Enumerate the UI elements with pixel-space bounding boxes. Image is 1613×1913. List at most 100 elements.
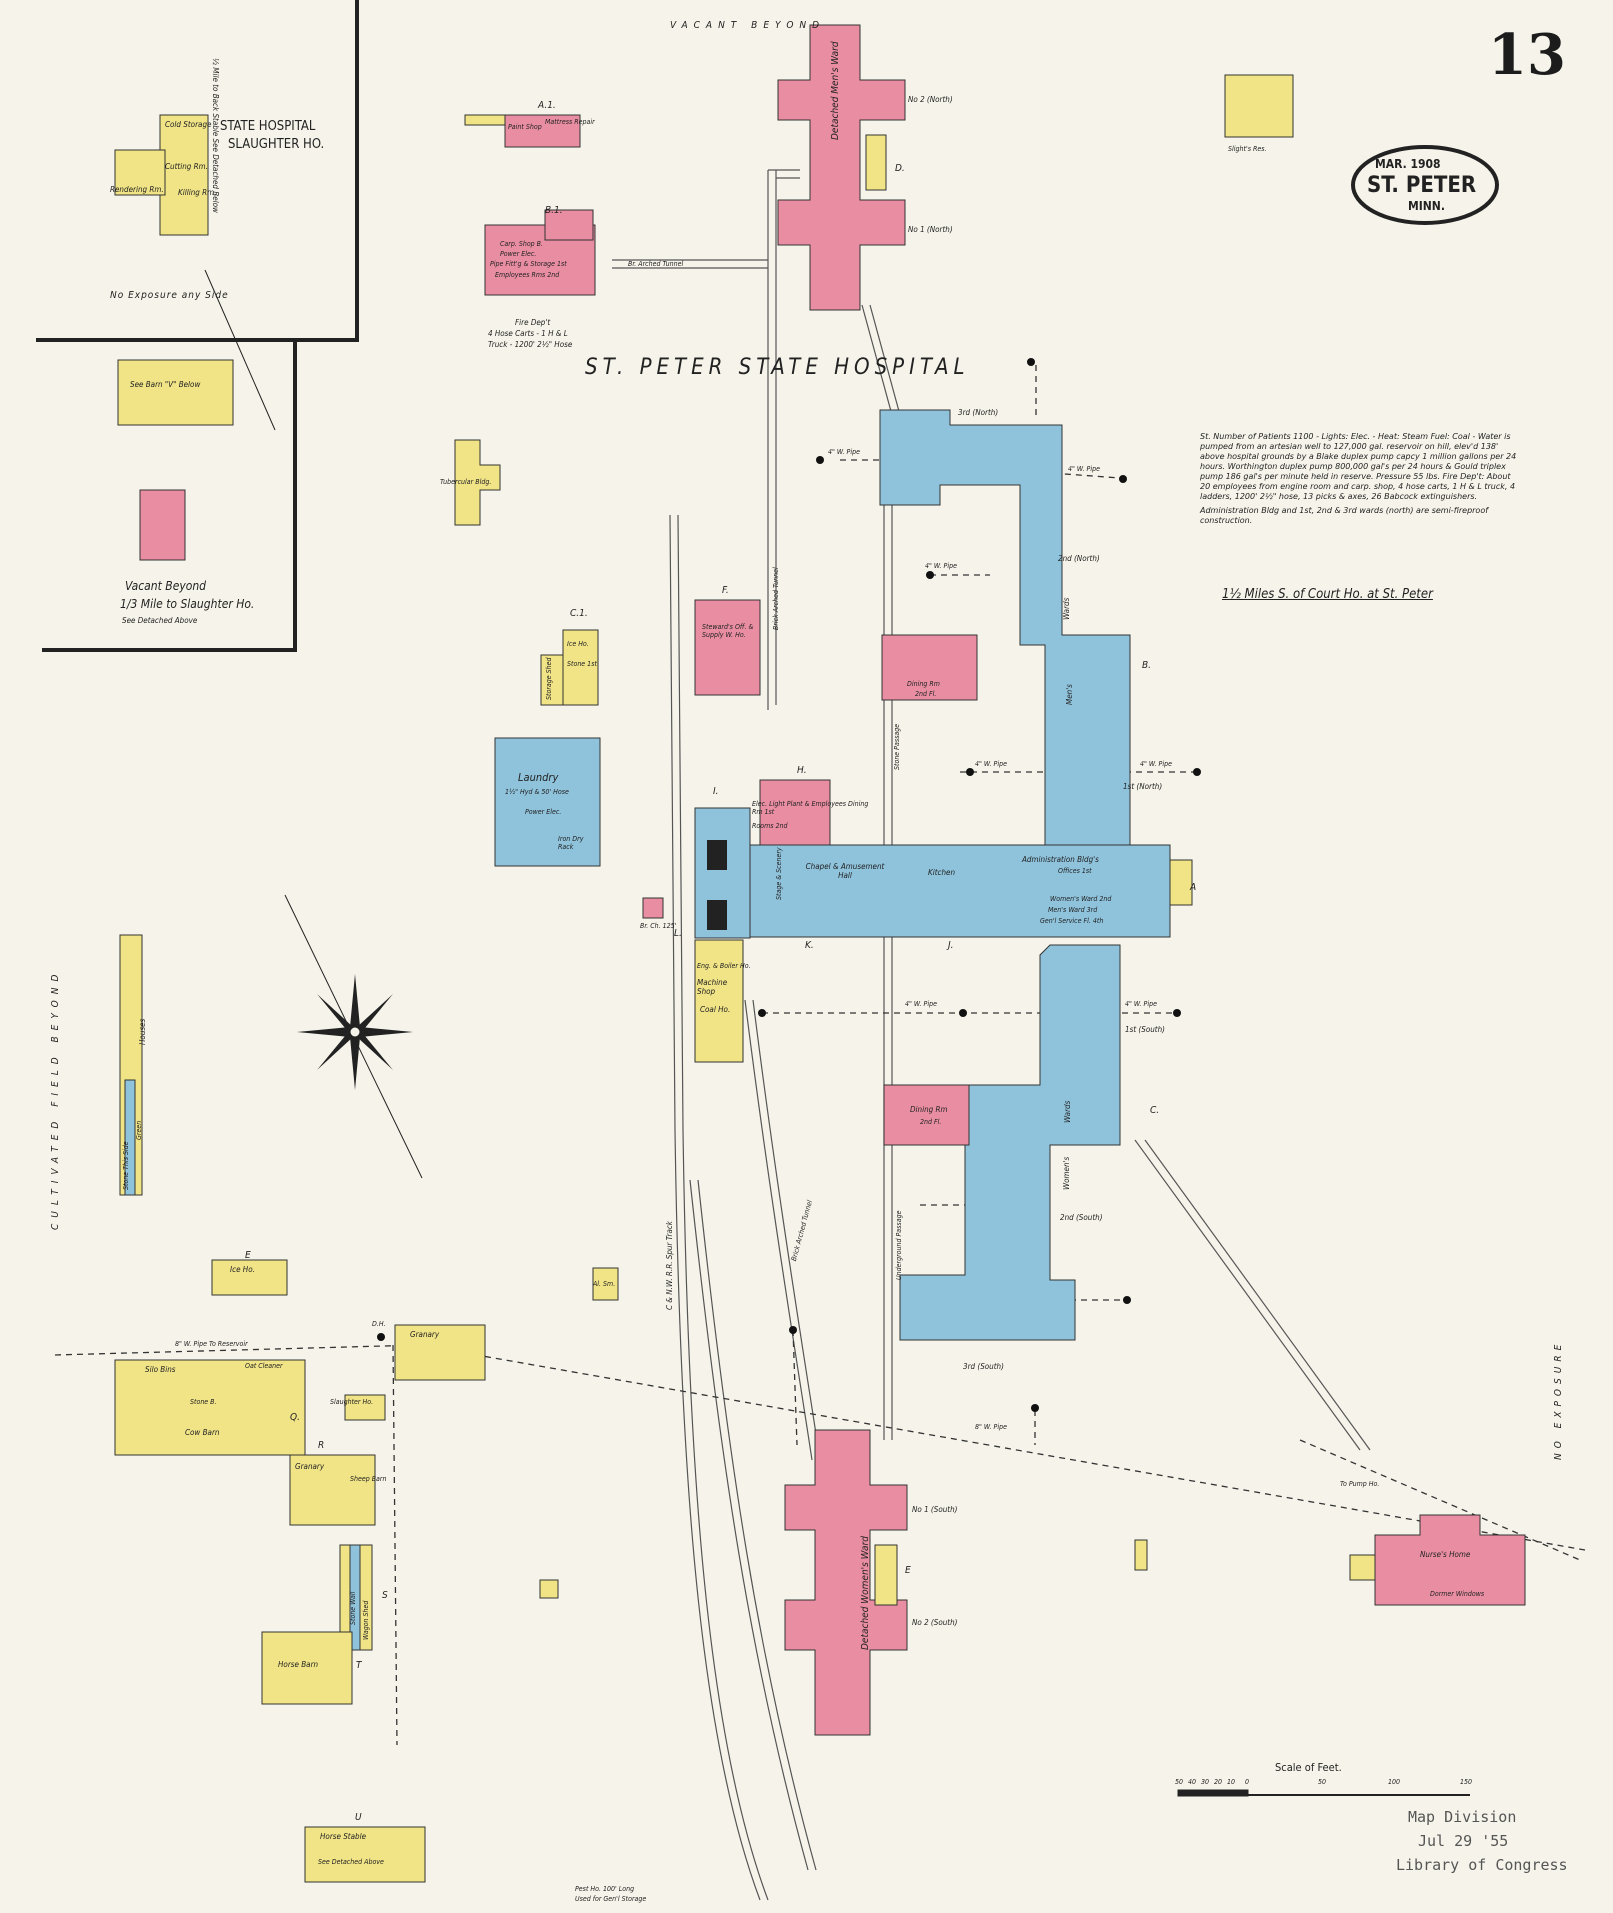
label-offices: Offices 1st [1058, 867, 1092, 875]
label-green: Green [135, 1120, 143, 1140]
hydrant-markers [377, 358, 1201, 1412]
label-tunnel-1: Br. Arched Tunnel [628, 260, 684, 268]
label-dining-rm-1: Dining Rm [907, 680, 940, 688]
scale-title: Scale of Feet. [1275, 1761, 1342, 1774]
detached-womens-ward-south [784, 1429, 908, 1736]
label-l: L. [674, 928, 682, 939]
map-title: ST. PETER STATE HOSPITAL [585, 355, 970, 380]
label-r: R [318, 1440, 325, 1451]
label-coal-ho: Coal Ho. [700, 1005, 731, 1014]
label-stone-passage: Stone Passage [893, 723, 901, 770]
label-3rd-south: 3rd (South) [963, 1362, 1004, 1371]
label-no1-south: No 1 (South) [912, 1505, 958, 1514]
label-horse-barn: Horse Barn [278, 1660, 319, 1669]
stamp-line-3: Library of Congress [1396, 1856, 1568, 1874]
label-carp-shop: Carp. Shop B. [500, 240, 544, 248]
label-spur-track: C & N.W. R.R. Spur Track [665, 1221, 674, 1310]
label-s: S [382, 1590, 388, 1601]
label-pest-ho-use: Used for Gen'l Storage [575, 1895, 647, 1903]
label-ice-ho-c1: Ice Ho. [567, 640, 589, 648]
date-label: MAR. 1908 [1375, 157, 1441, 171]
scale-tick-5: 0 [1245, 1778, 1250, 1786]
label-wagon-shed: Wagon Shed [362, 1600, 370, 1640]
scale-tick-2: 30 [1201, 1778, 1210, 1786]
location-note: 1½ Miles S. of Court Ho. at St. Peter [1222, 587, 1433, 602]
label-hyd: 1½" Hyd & 50' Hose [505, 788, 569, 796]
label-granary: Granary [410, 1330, 440, 1339]
label-gen-service: Gen'l Service Fl. 4th [1040, 917, 1104, 925]
label-detached-mens-ward: Detached Men's Ward [830, 41, 841, 140]
pipe-label-8: 8" W. Pipe [975, 1423, 1007, 1431]
label-fire-dept: Fire Dep't [515, 318, 551, 327]
label-d: D. [895, 163, 905, 174]
label-mattress: Mattress Repair [545, 118, 595, 126]
label-laundry-power: Power Elec. [525, 808, 562, 816]
label-stone-wall: Stone Wall [349, 1591, 357, 1625]
inset-cold-storage: Cold Storage [165, 120, 212, 129]
label-stone-1st: Stone 1st [567, 660, 597, 668]
label-laundry: Laundry [518, 771, 559, 784]
label-wards-women: Wards [1063, 1100, 1072, 1123]
label-1st-south: 1st (South) [1125, 1025, 1165, 1034]
label-i: I. [713, 786, 719, 797]
label-eng-boiler: Eng. & Boiler Ho. [697, 962, 751, 970]
inset-cutting: Cutting Rm. [165, 162, 208, 171]
pipe-label-7: 4" W. Pipe [1125, 1000, 1157, 1008]
label-chapel: Chapel & Amusement Hall [805, 862, 885, 881]
label-storage-shed: Storage Shed [545, 657, 553, 700]
misc-buildings [114, 74, 1294, 1883]
inset-killing: Killing Rm. [178, 188, 217, 197]
label-houses: Houses [138, 1018, 147, 1045]
pipe-label-4: 4" W. Pipe [975, 760, 1007, 768]
label-truck: Truck - 1200' 2½" Hose [488, 340, 573, 349]
label-1st-north: 1st (North) [1123, 782, 1163, 791]
label-kitchen: Kitchen [928, 868, 956, 877]
notes-main: St. Number of Patients 1100 - Lights: El… [1200, 432, 1517, 501]
label-dining-2nd-2: 2nd Fl. [920, 1118, 942, 1126]
label-j: J. [948, 940, 954, 951]
pipe-label-5: 4" W. Pipe [1140, 760, 1172, 768]
inset-title-1: STATE HOSPITAL [220, 119, 316, 134]
label-2nd-south: 2nd (South) [1060, 1213, 1103, 1222]
detached-mens-ward-north [777, 24, 906, 311]
label-oat-cleaner: Oat Cleaner [245, 1362, 283, 1370]
stamp-line-1: Map Division [1408, 1808, 1517, 1826]
label-dormer: Dormer Windows [1430, 1590, 1485, 1598]
scale-tick-4: 10 [1227, 1778, 1236, 1786]
label-dry-rack: Iron Dry Rack [558, 835, 584, 852]
label-dining-rm-2: Dining Rm [910, 1105, 948, 1114]
scale-tick-3: 20 [1214, 1778, 1223, 1786]
inset2-see-detached: See Detached Above [122, 616, 198, 625]
label-horse-stable: Horse Stable [320, 1832, 367, 1841]
label-no2-south: No 2 (South) [912, 1618, 958, 1627]
label-tubercular: Tubercular Bldg. [440, 478, 492, 486]
nurses-home [1374, 1514, 1526, 1606]
label-2nd-north: 2nd (North) [1058, 554, 1100, 563]
label-wards-men: Wards [1062, 597, 1071, 620]
label-t: T [356, 1660, 362, 1671]
label-k: K. [805, 940, 814, 951]
label-u: U [355, 1812, 362, 1823]
label-detached-womens-ward: Detached Women's Ward [860, 1536, 871, 1650]
label-b1: B.1. [545, 205, 563, 216]
label-silo-bins: Silo Bins [145, 1365, 176, 1374]
label-c1: C.1. [570, 608, 588, 619]
label-dining-2nd-1: 2nd Fl. [915, 690, 937, 698]
womens-wards [899, 944, 1121, 1341]
label-e-ward: E [905, 1565, 911, 1576]
label-stone-this-side: Stone This Side [122, 1141, 130, 1190]
label-paint-shop: Paint Shop [508, 123, 542, 131]
label-3rd-north: 3rd (North) [958, 408, 999, 417]
label-mens: Men's [1065, 684, 1074, 705]
pipe-label-reservoir: 8" W. Pipe To Reservoir [175, 1340, 248, 1348]
tunnels [612, 169, 1371, 1461]
inset2-vacant: Vacant Beyond [125, 579, 207, 593]
notes-block: St. Number of Patients 1100 - Lights: El… [1200, 432, 1520, 526]
label-br-ch: Br. Ch. 125' [640, 922, 677, 930]
scale-tick-6: 50 [1318, 1778, 1327, 1786]
scale-tick-1: 40 [1188, 1778, 1197, 1786]
label-granary-r: Granary [295, 1462, 325, 1471]
mens-wards [879, 409, 1131, 846]
date-stamp-oval [1351, 145, 1499, 225]
town-label: ST. PETER [1367, 173, 1477, 198]
